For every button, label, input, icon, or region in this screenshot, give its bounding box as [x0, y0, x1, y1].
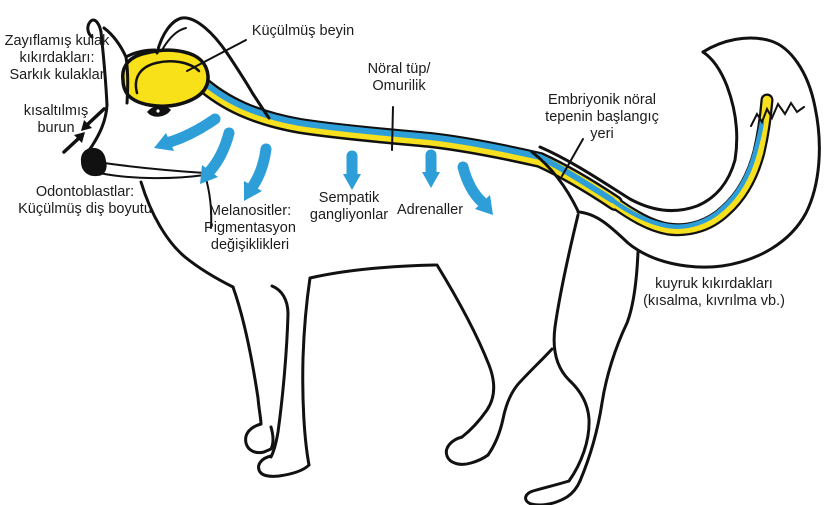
label-line: tepenin başlangıç — [545, 109, 659, 125]
brain-blob — [121, 48, 210, 108]
arrow-slanted — [457, 161, 488, 208]
neck-back-line — [251, 92, 271, 120]
far-hind-leg-front-edge — [435, 263, 496, 439]
far-front-paw — [244, 422, 275, 455]
nose — [80, 147, 107, 177]
far-hind-paw — [444, 435, 490, 466]
arrow-curved-2 — [247, 143, 272, 192]
label-melanocytes: Melanositler: Pigmentasyon değişiklikler… — [204, 203, 296, 254]
throat-chest-line — [139, 180, 235, 289]
spine-stripe-blue — [197, 76, 615, 203]
face-front-edge — [85, 30, 109, 155]
label-sympathetic-ganglia: Sempatik gangliyonlar — [310, 190, 388, 224]
near-front-paw — [257, 454, 311, 478]
arrow-to-face — [164, 113, 221, 148]
label-odontoblasts: Odontoblastlar: Küçülmüş diş boyutu — [18, 184, 152, 218]
arrow-to-face-head — [154, 133, 174, 151]
label-line: kısaltılmış — [23, 103, 89, 119]
brain-leader-line — [186, 39, 247, 72]
label-line: (kısalma, kıvrılma vb.) — [643, 293, 785, 309]
far-hind-leg-back-edge — [486, 347, 554, 457]
dog-outline — [80, 16, 821, 505]
mouth-upper-line — [103, 162, 206, 174]
label-line: Sarkık kulaklar — [9, 67, 105, 83]
label-line: Omurilik — [372, 78, 426, 94]
right-ear-inner-line — [161, 27, 187, 51]
neural-tube-stripe — [192, 74, 774, 237]
near-hind-leg-back-edge — [578, 250, 640, 483]
arrow-adrenal-head — [422, 172, 440, 188]
label-line: Zayıflamış kulak — [4, 33, 110, 49]
label-weakened-ear-cartilage: Zayıflamış kulak kıkırdakları: Sarkık ku… — [5, 33, 110, 84]
tail-zigzag-line — [750, 101, 805, 127]
rump-near-hind-front-edge — [552, 213, 591, 483]
snout-arrow-upper — [86, 107, 106, 126]
label-shrunken-brain: Küçülmüş beyin — [252, 23, 354, 40]
snout-compression-arrows — [62, 107, 106, 154]
belly-line — [308, 263, 437, 280]
label-line: Nöral tüp/ — [367, 61, 431, 77]
label-line: Embriyonik nöral — [547, 92, 656, 108]
arrow-curved-2-head — [244, 181, 262, 201]
label-line: gangliyonlar — [309, 207, 389, 223]
back-outline-to-tail-notch — [530, 150, 580, 213]
migration-arrows — [154, 113, 493, 215]
tail-stripe-yellow — [610, 95, 772, 234]
tail-stripe-blue — [609, 119, 765, 229]
arrow-curved-1 — [204, 127, 235, 177]
label-line: yeri — [590, 126, 614, 142]
label-tail-cartilage: kuyruk kıkırdakları (kısalma, kıvrılma v… — [643, 276, 785, 310]
label-line: Sempatik — [318, 190, 380, 206]
label-line: burun — [37, 120, 75, 136]
left-ear-tip-hook — [86, 18, 103, 39]
tail-inner-edge — [538, 50, 739, 212]
arrow-curved-1-head — [200, 165, 218, 184]
arrow-sympathetic-head — [343, 174, 361, 190]
tail-outer-edge — [576, 36, 821, 269]
label-line: Küçülmüş diş boyutu — [18, 201, 152, 217]
neural-crest-leader-line — [561, 138, 584, 177]
brain-region — [121, 48, 210, 108]
label-neural-crest-origin: Embriyonik nöral tepenin başlangıç yeri — [545, 92, 659, 143]
head-top-line — [124, 48, 157, 59]
far-front-leg-front-edge — [231, 285, 263, 426]
label-line: Odontoblastlar: — [35, 184, 135, 200]
label-line: Pigmentasyon — [204, 220, 296, 236]
label-neural-tube: Nöral tüp/ Omurilik — [368, 61, 431, 95]
label-line: Adrenaller — [396, 202, 464, 218]
eye-highlight — [156, 109, 160, 113]
snout-arrow-upper-head — [81, 120, 92, 131]
near-front-leg-right-edge — [301, 276, 312, 467]
label-line: kuyruk kıkırdakları — [655, 276, 773, 292]
near-hind-paw — [524, 479, 582, 505]
label-adrenals: Adrenaller — [397, 202, 463, 219]
label-line: kıkırdakları: — [19, 50, 95, 66]
neural-tube-leader-line — [391, 106, 394, 151]
label-line: değişiklikleri — [210, 237, 290, 253]
label-shortened-snout: kısaltılmış burun — [24, 103, 88, 137]
mouth-lower-line — [98, 172, 206, 180]
leader-lines — [186, 39, 584, 177]
arrow-slanted-head — [475, 195, 493, 215]
label-line: Melanositler: — [208, 203, 292, 219]
brain-fold-line — [134, 60, 201, 95]
right-ear-outline — [155, 16, 255, 96]
snout-arrow-lower — [62, 137, 80, 154]
label-line: Küçülmüş beyin — [251, 23, 355, 39]
near-front-leg-left-edge — [269, 284, 290, 459]
snout-arrow-lower-head — [74, 132, 85, 143]
